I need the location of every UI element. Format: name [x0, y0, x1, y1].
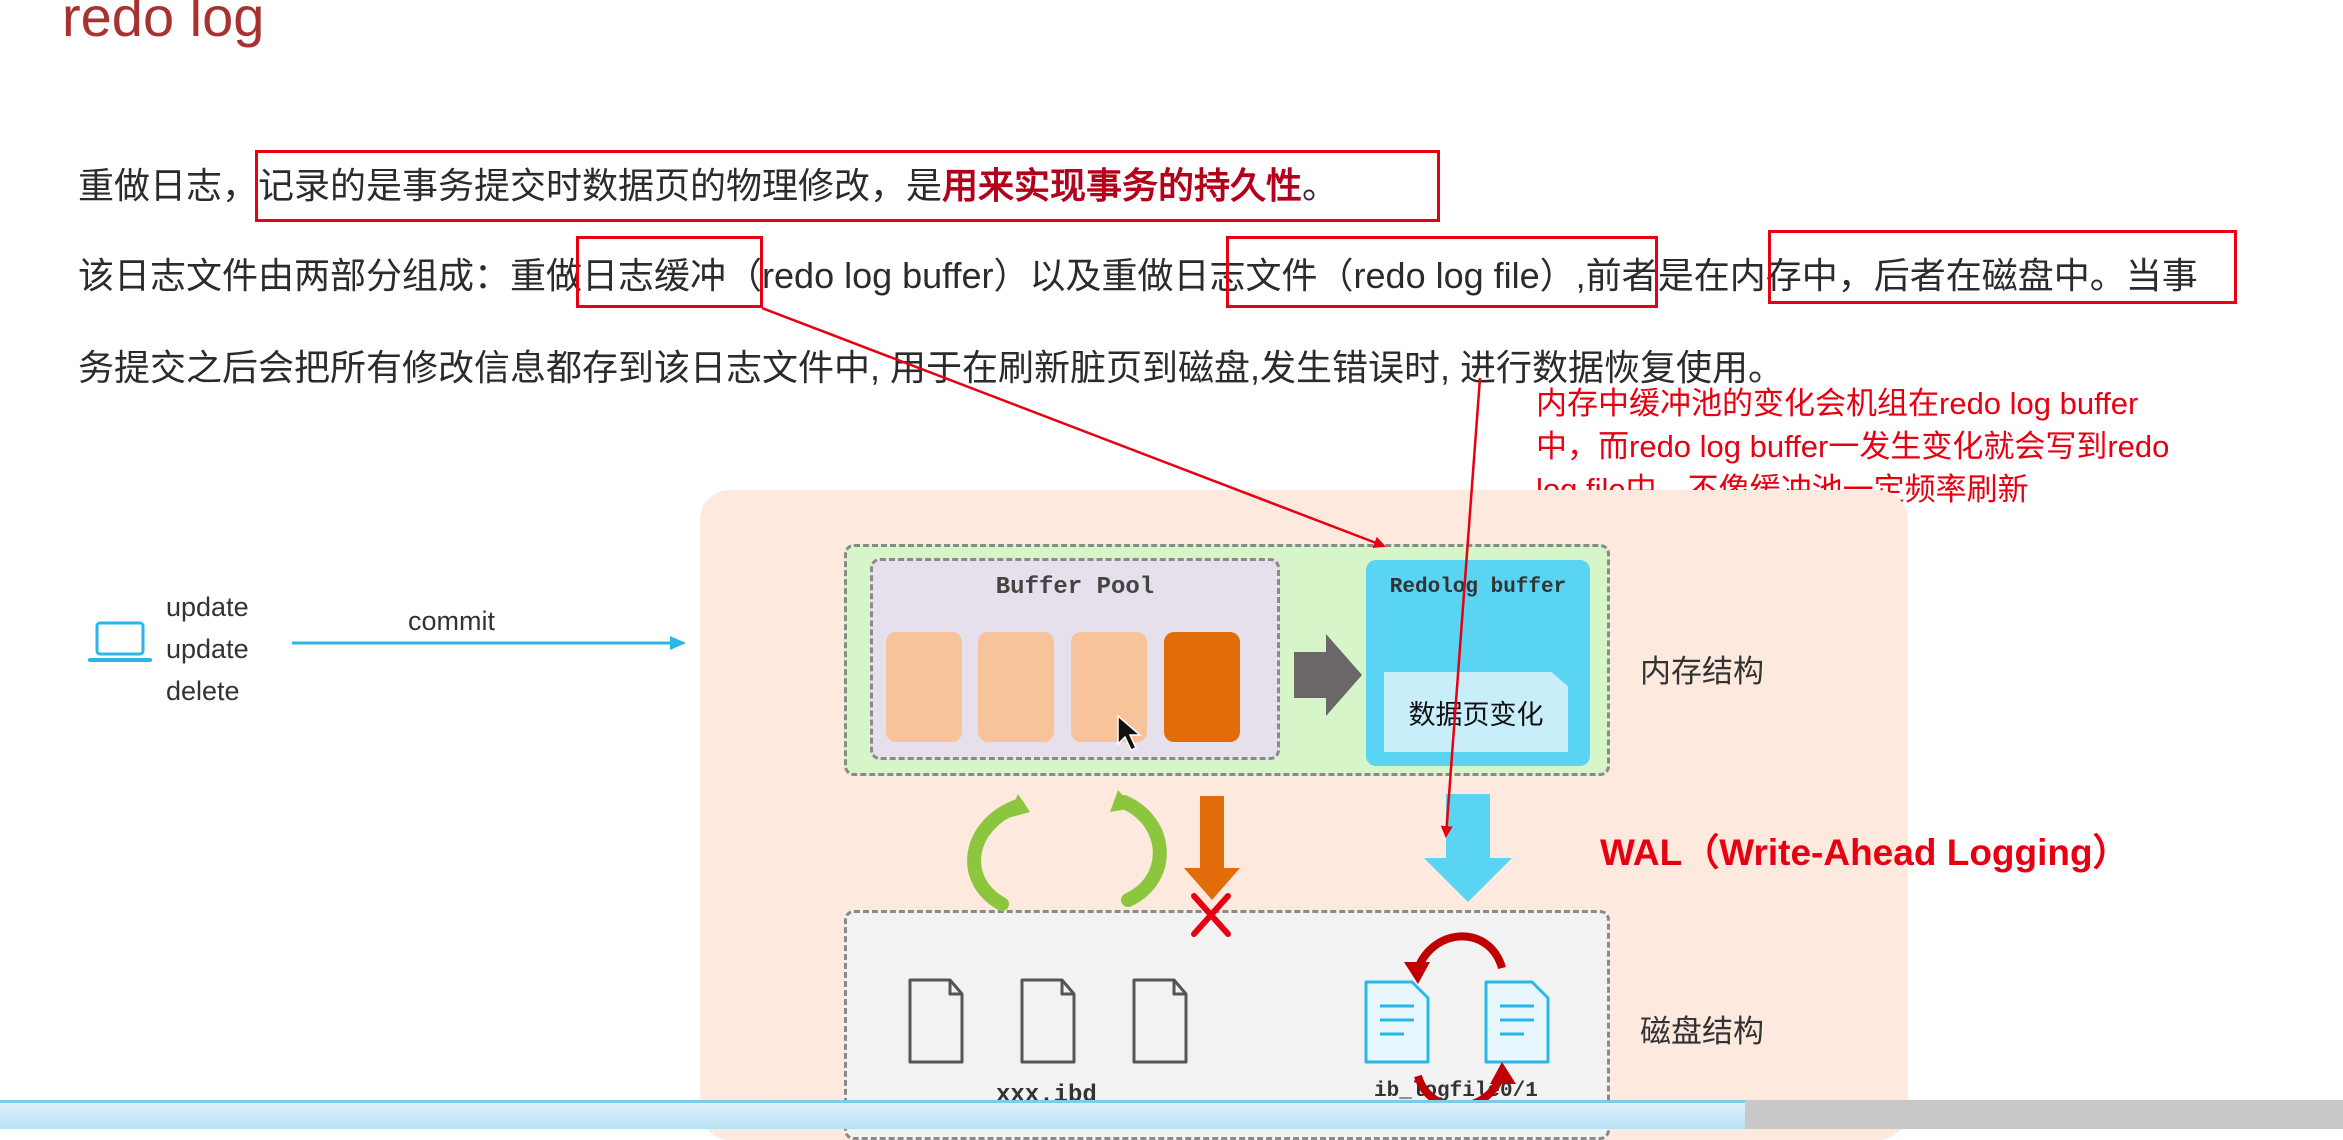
recycle-arc-left-icon — [967, 799, 1025, 911]
para-2: 该日志文件由两部分组成：重做日志缓冲（redo log buffer）以及重做日… — [78, 258, 2198, 294]
operation-list: update update delete — [166, 586, 249, 712]
para-1-end: 。 — [1302, 165, 1339, 206]
page-change-card: 数据页变化 — [1384, 672, 1568, 752]
file-icon — [1020, 978, 1076, 1064]
buffer-page — [886, 632, 962, 742]
para-2-t3: （redo log buffer）以及 — [726, 255, 1102, 296]
highlight-box-redo-file — [1226, 236, 1658, 308]
recycle-arc-right-icon — [1117, 795, 1167, 907]
bottom-bar — [0, 1100, 1745, 1129]
log-cycle-arrowhead-icon — [1404, 962, 1430, 984]
gray-arrow-icon — [1294, 634, 1362, 716]
annotation-arrow-to-wal — [1440, 377, 1482, 838]
file-icon — [1132, 978, 1188, 1064]
recycle-arrowhead-icon — [1008, 794, 1030, 818]
logfile-icon — [1364, 980, 1430, 1064]
file-icon — [908, 978, 964, 1064]
buffer-page — [978, 632, 1054, 742]
recycle-arrowhead-icon — [1110, 790, 1134, 812]
para-2-t4: 重做日志文件（redo log file） — [1101, 255, 1576, 296]
op-delete: delete — [166, 676, 240, 706]
wal-label: WAL（Write-Ahead Logging） — [1600, 832, 2130, 873]
page-change-label: 数据页变化 — [1408, 699, 1544, 730]
op-update-2: update — [166, 634, 249, 664]
bottom-watermark-area — [1745, 1100, 2343, 1129]
redolog-buffer-label: Redolog buffer — [1389, 576, 1567, 599]
laptop-icon — [88, 621, 152, 662]
highlight-box-memory-disk — [1768, 230, 2237, 304]
memory-structure-label: 内存结构 — [1640, 654, 1764, 689]
para-1-prefix: 重做日志， — [78, 165, 259, 206]
write-arrow-icon — [1424, 794, 1512, 902]
para-2-t7: 当事 — [2125, 255, 2198, 296]
para-1-highlight: 记录的是事务提交时数据页的物理修改，是 — [258, 165, 943, 206]
para-2-t6: 是在内存中，后者在磁盘中。 — [1657, 255, 2126, 296]
para-2-t1: 该日志文件由两部分组成：重 — [78, 255, 547, 296]
mouse-cursor-icon — [1117, 714, 1143, 751]
flush-arrow-icon — [1184, 796, 1240, 900]
log-cycle-arrowhead-icon — [1490, 1062, 1516, 1084]
commit-label: commit — [408, 606, 495, 636]
para-1: 重做日志，记录的是事务提交时数据页的物理修改，是用来实现事务的持久性。 — [78, 168, 1338, 204]
highlight-box-durability — [255, 150, 1440, 222]
op-update-1: update — [166, 592, 249, 622]
dirty-page — [1164, 632, 1240, 742]
para-1-bold: 用来实现事务的持久性 — [942, 165, 1303, 206]
highlight-box-redo-buffer — [576, 236, 763, 308]
buffer-pool-label: Buffer Pool — [995, 574, 1155, 601]
para-2-t5: ,前者 — [1575, 255, 1658, 296]
para-3: 务提交之后会把所有修改信息都存到该日志文件中, 用于在刷新脏页到磁盘,发生错误时… — [78, 347, 1785, 388]
page-title: redo log — [62, 0, 265, 48]
logfile-icon — [1484, 980, 1550, 1064]
buffer-page — [1071, 632, 1147, 742]
annotation-arrow-to-buffer — [761, 306, 1386, 549]
blocked-x-icon — [1191, 893, 1231, 937]
disk-structure-label: 磁盘结构 — [1640, 1014, 1764, 1049]
log-cycle-top-icon — [1412, 932, 1506, 976]
